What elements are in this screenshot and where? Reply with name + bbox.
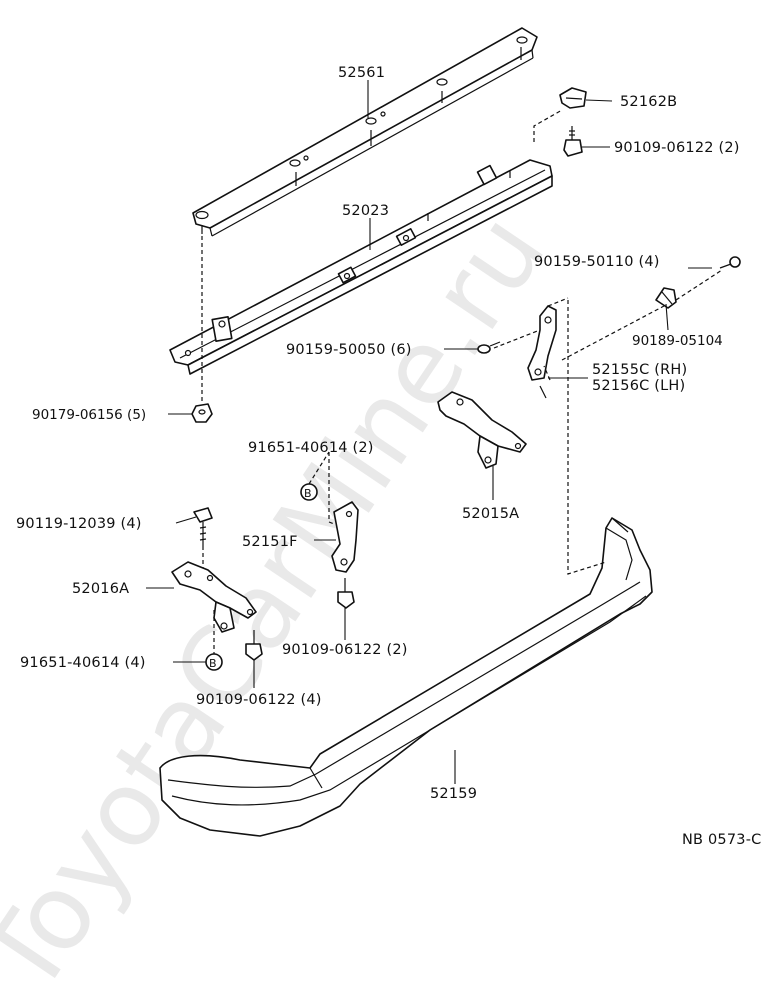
bracket-52015a [437,391,527,469]
callout-52151f: 52151F [242,534,298,550]
callout-52162b: 52162B [620,94,677,110]
bracket-52151f [331,501,359,573]
callout-52156c: 52156C (LH) [592,378,685,394]
assembly-dash-lines [201,109,723,654]
bracket-52016a [171,561,257,633]
callout-52023: 52023 [342,203,389,219]
bolt-90119-12039 [193,507,213,546]
callout-91651-top: 91651-40614 (2) [248,440,374,456]
bumper-cover-52159 [159,517,653,837]
screw-90109-bottom [245,630,263,661]
callout-90109-bottom: 90109-06122 (4) [196,692,322,708]
callout-90159-50110: 90159-50110 (4) [534,254,660,270]
clip-marker-b-top: B [300,483,318,501]
diagram-code: NB 0573-C [682,832,761,848]
reinforcement-52023 [169,159,553,375]
callout-90179: 90179-06156 (5) [32,407,146,423]
retainer-52162b [559,87,587,109]
clip-marker-b-bottom: B [205,653,223,671]
callout-90119: 90119-12039 (4) [16,516,142,532]
callout-52015a: 52015A [462,506,519,522]
callout-52016a: 52016A [72,581,129,597]
callout-90109-mid: 90109-06122 (2) [282,642,408,658]
reinforcement-52561 [192,27,538,237]
nut-90179-06156 [191,403,213,423]
callout-90189: 90189-05104 [632,333,723,349]
callout-52155c: 52155C (RH) [592,362,687,378]
callout-labels: 52561 52162B 90109-06122 (2) 52023 90159… [16,65,761,848]
callout-90109-top: 90109-06122 (2) [614,140,740,156]
callout-90159-50050: 90159-50050 (6) [286,342,412,358]
callout-91651-bottom: 91651-40614 (4) [20,655,146,671]
callout-52561: 52561 [338,65,385,81]
screw-90159-50110 [719,256,741,269]
screw-90109-mid [337,578,355,609]
callout-52159: 52159 [430,786,477,802]
screw-90159-50050 [477,341,501,354]
screw-90109-top [563,126,583,157]
svg-text:B: B [209,657,217,670]
svg-text:B: B [304,487,312,500]
bracket-52155c [527,305,557,399]
